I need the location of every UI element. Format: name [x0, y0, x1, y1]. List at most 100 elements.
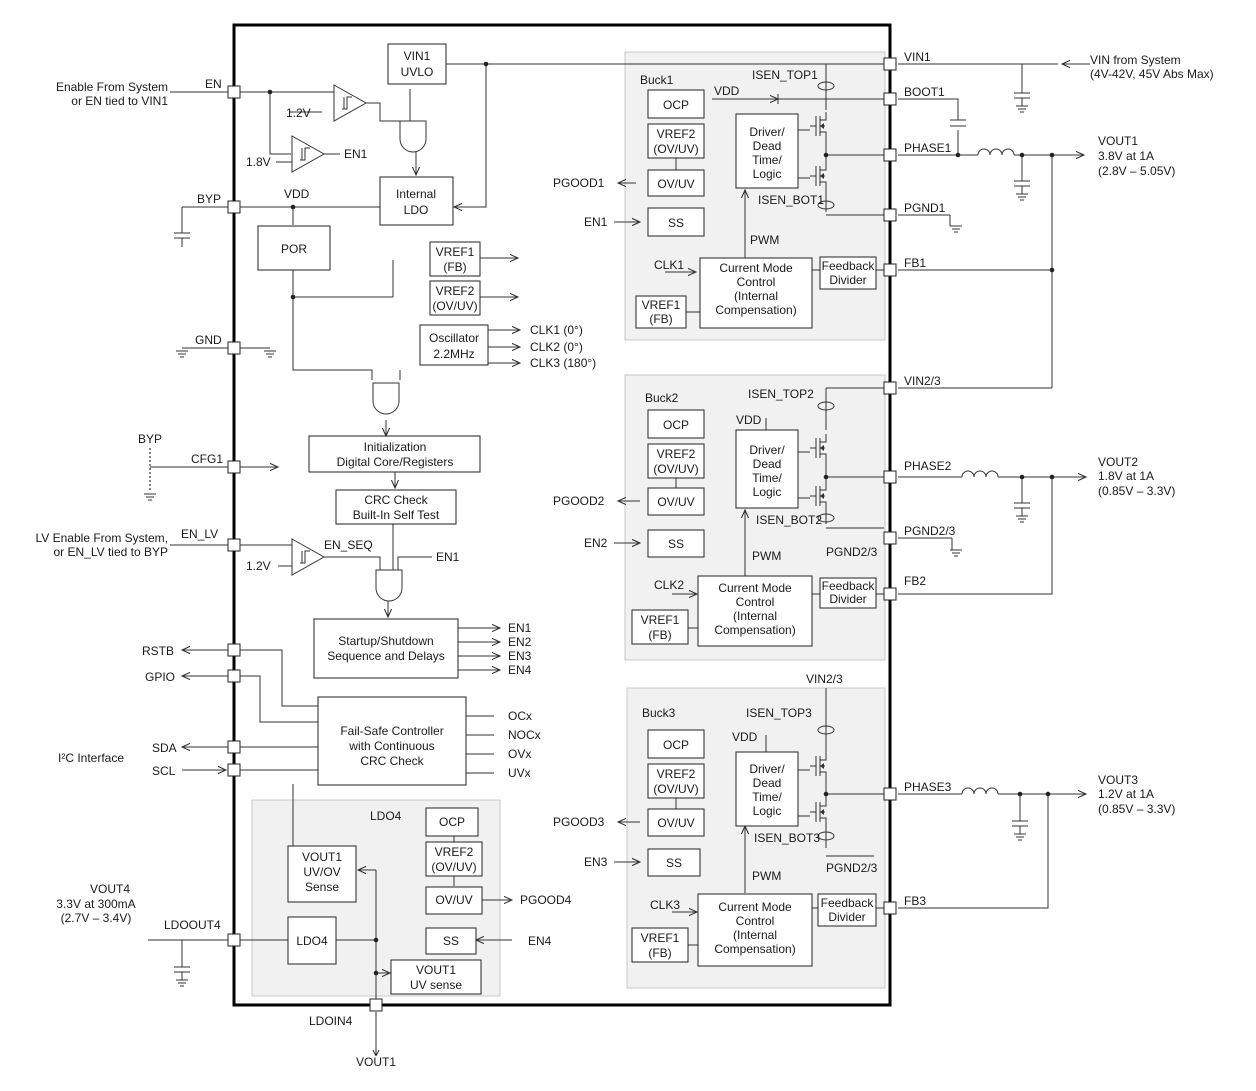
- buck3-pgnd-int-label: PGND2/3: [826, 861, 878, 875]
- pin-byp-label: BYP: [197, 192, 221, 206]
- buck3-fbd-label-1: Feedback: [821, 896, 875, 910]
- vout1-label: VOUT1: [1098, 134, 1138, 148]
- i2c-interface-label: I²C Interface: [58, 751, 124, 765]
- ldo4-ovuv-label: OV/UV: [435, 893, 472, 907]
- pin-fb3-label: FB3: [904, 894, 926, 908]
- seq-label-1: Startup/Shutdown: [338, 634, 433, 648]
- pin-fb2-label: FB2: [904, 574, 926, 588]
- crc-block: CRC Check Built-In Self Test: [335, 489, 457, 525]
- pin-en-lv-label: EN_LV: [181, 527, 218, 541]
- por-block: POR: [257, 225, 331, 271]
- pin-fb1-label: FB1: [904, 256, 926, 270]
- buck3-en-label: EN3: [584, 855, 608, 869]
- buck1-vdd-label: VDD: [714, 84, 740, 98]
- ldo4-label: LDO4: [296, 934, 328, 948]
- pin-pgnd23-label: PGND2/3: [904, 524, 956, 538]
- pin-rstb-label: RSTB: [142, 644, 174, 658]
- buck3-drv-label-1: Driver/: [749, 762, 785, 776]
- comparator-18v-icon: [291, 135, 325, 173]
- failsafe-block: Fail-Safe Controller with Continuous CRC…: [317, 696, 467, 786]
- osc-label-1: Oscillator: [429, 331, 479, 345]
- seq-out-en2: EN2: [508, 635, 532, 649]
- init-block: Initialization Digital Core/Registers: [308, 435, 481, 473]
- vout4-range-label: (2.7V – 3.4V): [61, 911, 132, 925]
- ldo-label-2: LDO: [404, 203, 429, 217]
- enable-from-system-label: Enable From System: [56, 80, 168, 94]
- capacitor-ldoout4-icon: [173, 957, 191, 987]
- buck2-fbd-label-1: Feedback: [822, 579, 876, 593]
- en1-input-label: EN1: [436, 550, 460, 564]
- vout2-range-label: (0.85V – 3.3V): [1098, 484, 1175, 498]
- buck3-vref1-label-1: VREF1: [641, 931, 680, 945]
- fs-out-ovx: OVx: [508, 747, 531, 761]
- buck1-en-label: EN1: [584, 215, 608, 229]
- vref1-label-2: (FB): [443, 260, 466, 274]
- isen-bot3-label: ISEN_BOT3: [754, 831, 820, 845]
- vout1-sense-block: VOUT1 UV/OV Sense: [287, 845, 357, 903]
- ldo4-ocp-label: OCP: [439, 815, 465, 829]
- oscillator-block: Oscillator 2.2MHz: [419, 324, 489, 366]
- and-gate-uvlo-icon: [399, 120, 427, 153]
- sense-label-1: VOUT1: [302, 850, 342, 864]
- buck3-ocp-block: OCP: [647, 729, 705, 759]
- buck2-vref1-label-1: VREF1: [641, 613, 680, 627]
- isen-top1-label: ISEN_TOP1: [752, 68, 818, 82]
- chip-outline: [232, 23, 892, 1007]
- vout3-value-label: 1.2V at 1A: [1098, 787, 1154, 801]
- capacitor-vout2-icon: [1013, 493, 1031, 523]
- fs-out-nocx: NOCx: [508, 728, 541, 742]
- pin-vin23-label: VIN2/3: [904, 374, 941, 388]
- buck2-ss-label: SS: [668, 537, 684, 551]
- sense-label-3: Sense: [305, 880, 339, 894]
- buck1-vref2-label-1: VREF2: [657, 127, 696, 141]
- sequence-block: Startup/Shutdown Sequence and Delays: [313, 618, 459, 679]
- pin-boot1-label: BOOT1: [904, 85, 945, 99]
- init-label-2: Digital Core/Registers: [337, 455, 454, 469]
- ldo4-block: LDO4: [287, 916, 337, 965]
- ldoin4-vout1-label: VOUT1: [356, 1055, 396, 1069]
- buck2-drv-label-4: Logic: [753, 485, 782, 499]
- pin-cfg1-label: CFG1: [191, 452, 223, 466]
- buck2-vdd-label: VDD: [736, 413, 762, 427]
- ground-icon: [263, 350, 277, 358]
- buck1-ocp-label: OCP: [663, 98, 689, 112]
- buck2-pgnd-int-label: PGND2/3: [826, 545, 878, 559]
- buck2-cmc-label-3: (Internal: [733, 609, 777, 623]
- buck2-ovuv-label: OV/UV: [657, 495, 694, 509]
- buck3-vref2-label-1: VREF2: [657, 767, 696, 781]
- por-label: POR: [281, 242, 307, 256]
- buck1-vref1-block: VREF1(FB): [635, 295, 687, 329]
- buck3-cmc-block: Current ModeControl(InternalCompensation…: [697, 893, 813, 967]
- and-gate-por-icon: [372, 382, 400, 415]
- buck1-cmc-label-4: Compensation): [715, 303, 796, 317]
- capacitor-vout1-icon: [1013, 171, 1031, 201]
- comp-en1-label: EN1: [344, 147, 368, 161]
- pgood3-label: PGOOD3: [553, 815, 605, 829]
- buck1-drv-label-3: Time/: [752, 153, 782, 167]
- comp-1v8-label: 1.8V: [246, 155, 271, 169]
- sense-label-2: UV/OV: [303, 865, 340, 879]
- buck2-cmc-block: Current ModeControl(InternalCompensation…: [697, 575, 813, 647]
- buck3-vdd-label: VDD: [732, 730, 758, 744]
- buck3-pwm-label: PWM: [752, 869, 781, 883]
- buck3-ocp-label: OCP: [663, 738, 689, 752]
- buck1-vref1-label-1: VREF1: [642, 298, 681, 312]
- isen-bot1-label: ISEN_BOT1: [758, 193, 824, 207]
- buck1-title: Buck1: [640, 73, 674, 87]
- buck3-cmc-label-1: Current Mode: [718, 900, 792, 914]
- clk3-label: CLK3 (180°): [530, 356, 596, 370]
- buck3-fbd-label-2: Divider: [828, 910, 865, 924]
- seq-out-en3: EN3: [508, 649, 532, 663]
- vref1-block: VREF1 (FB): [429, 241, 481, 277]
- pgood4-label: PGOOD4: [520, 893, 572, 907]
- buck3-title: Buck3: [642, 706, 676, 720]
- buck3-ss-block: SS: [647, 848, 701, 877]
- pin-phase1-label: PHASE1: [904, 141, 952, 155]
- clk1-label: CLK1 (0°): [530, 323, 583, 337]
- buck2-cmc-label-1: Current Mode: [718, 581, 792, 595]
- vout1-value-label: 3.8V at 1A: [1098, 149, 1154, 163]
- comparator-en-icon: [333, 84, 367, 122]
